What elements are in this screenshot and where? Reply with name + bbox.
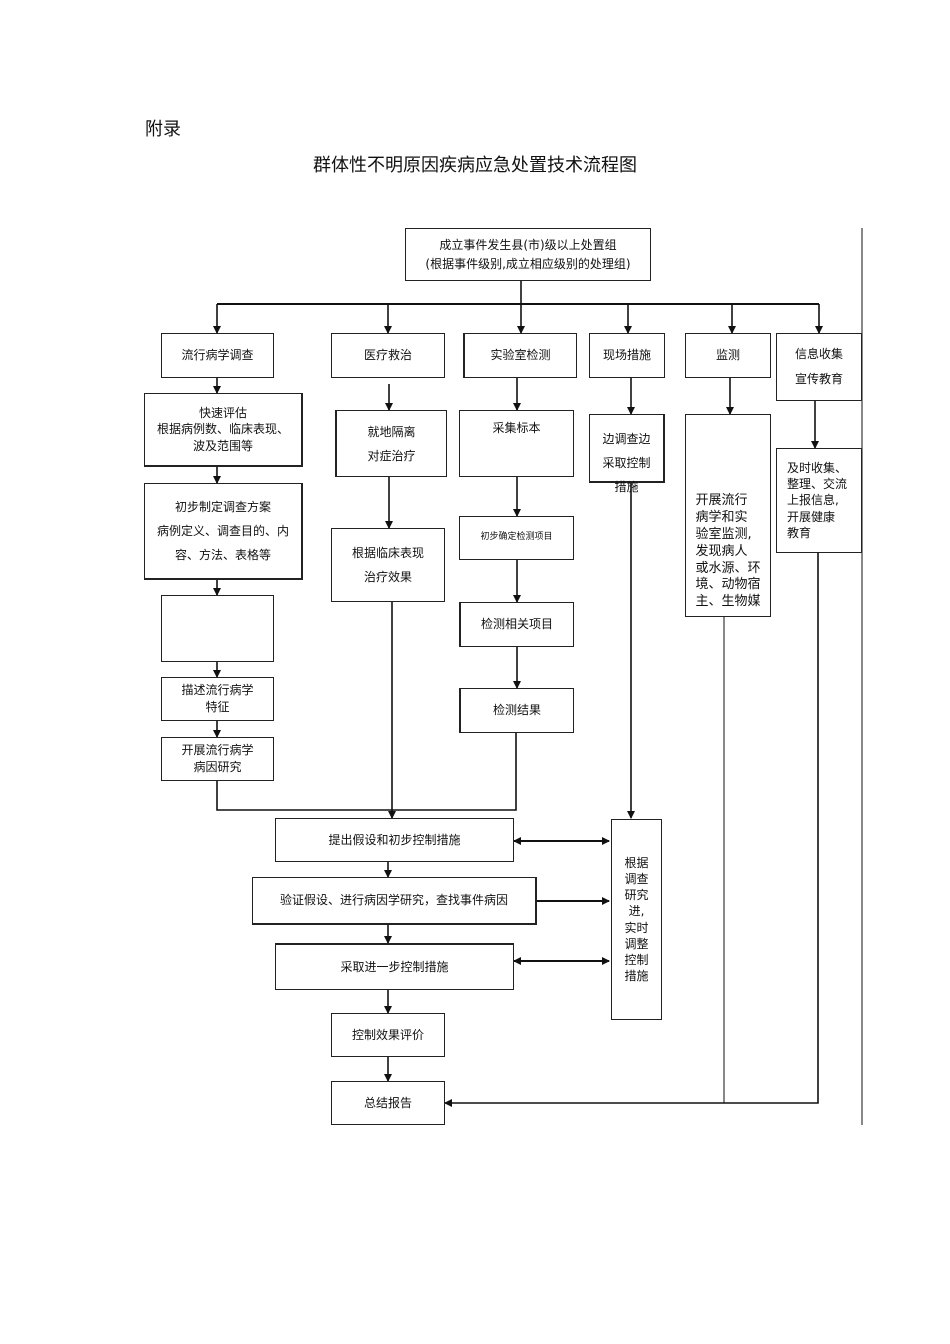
node-report: 总结报告 (331, 1081, 445, 1125)
node-evaluate: 控制效果评价 (331, 1013, 445, 1057)
node-epi: 流行病学调查 (161, 333, 274, 378)
node-field-control: 边调查边 采取控制 措施 (589, 414, 665, 494)
node-lab-result: 检测结果 (459, 688, 574, 733)
node-further: 采取进一步控制措施 (275, 943, 514, 990)
node-root: 成立事件发生县(市)级以上处置组 (根据事件级别,成立相应级别的处理组) (405, 228, 651, 281)
node-epi-assess: 快速评估 根据病例数、临床表现、 波及范围等 (144, 393, 303, 467)
node-info: 信息收集 宣传教育 (776, 333, 862, 401)
node-lab: 实验室检测 (463, 333, 577, 378)
node-medical: 医疗救治 (331, 333, 445, 378)
node-monitor: 监测 (685, 333, 771, 378)
node-monitor-detail: 开展流行 病学和实 验室监测, 发现病人 或水源、环 境、动物宿 主、生物媒 (685, 414, 771, 617)
node-epi-describe: 描述流行病学 特征 (161, 677, 274, 721)
node-lab-initial: 初步确定检测项目 (459, 516, 574, 560)
node-field: 现场措施 (589, 333, 665, 378)
node-lab-test: 检测相关项目 (459, 602, 574, 647)
node-med-isolate: 就地隔离 对症治疗 (335, 410, 447, 477)
node-epi-cause: 开展流行病学 病因研究 (161, 737, 274, 781)
node-epi-blank (161, 595, 274, 662)
appendix-label: 附录 (145, 119, 181, 140)
node-info-detail: 及时收集、 整理、交流 上报信息, 开展健康 教育 (776, 448, 862, 553)
page-title: 群体性不明原因疾病应急处置技术流程图 (313, 155, 637, 176)
node-epi-plan: 初步制定调查方案 病例定义、调查目的、内 容、方法、表格等 (144, 483, 303, 580)
node-verify: 验证假设、进行病因学研究，查找事件病因 (252, 877, 537, 925)
node-lab-collect: 采集标本 (459, 410, 574, 477)
node-adjust: 根据 调查 研究 进, 实时 调整 控制 措施 (611, 819, 662, 1020)
node-med-effect: 根据临床表现 治疗效果 (331, 528, 445, 602)
node-hypothesis: 提出假设和初步控制措施 (275, 818, 514, 862)
